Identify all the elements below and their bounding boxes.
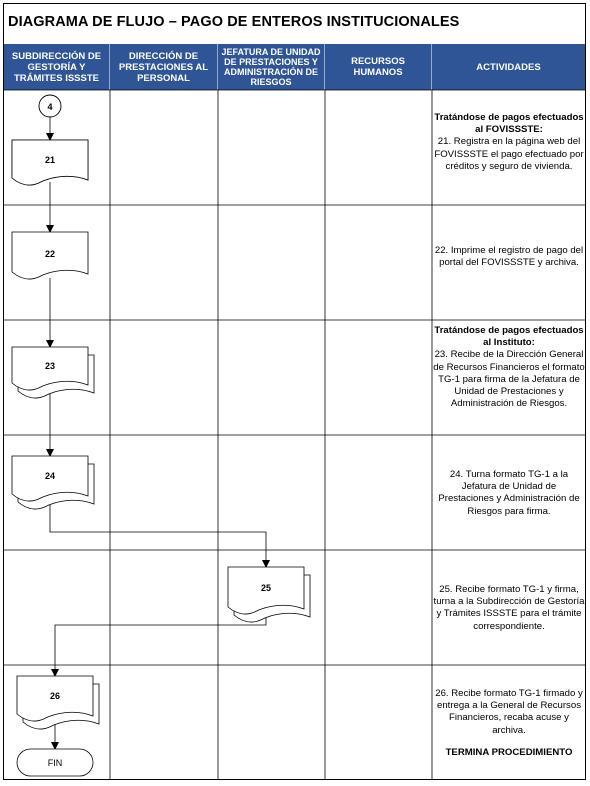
document-step-25-label: 25: [261, 583, 271, 593]
activity-26-text: 26. Recibe formato TG-1 firmado y entreg…: [435, 688, 583, 736]
activity-26: 26. Recibe formato TG-1 firmado y entreg…: [433, 688, 585, 759]
terminator-fin-label: FIN: [48, 758, 63, 768]
activity-21-heading: Tratándose de pagos efectuados al FOVISS…: [434, 112, 584, 136]
diagram-frame: [3, 3, 586, 780]
grid-lines: [4, 89, 586, 780]
activity-25: 25. Recibe formato TG-1 y firma, turna a…: [433, 584, 585, 633]
document-step-23: [11, 346, 89, 391]
activity-22: 22. Imprime el registro de pago del port…: [433, 245, 585, 269]
activity-24: 24. Turna formato TG-1 a la Jefatura de …: [433, 469, 585, 518]
document-step-22-label: 22: [45, 249, 55, 259]
activity-21-text: 21. Registra en la página web del FOVISS…: [434, 136, 584, 172]
column-header-direccion: DIRECCIÓN DE PRESTACIONES AL PERSONAL: [110, 44, 218, 90]
document-step-24: [11, 455, 89, 502]
arrow-25-to-26: [51, 614, 267, 677]
diagram-title: DIAGRAMA DE FLUJO – PAGO DE ENTEROS INST…: [8, 14, 460, 30]
document-step-25: [227, 566, 305, 615]
activity-21: Tratándose de pagos efectuados al FOVISS…: [433, 112, 585, 173]
column-header-jefatura: JEFATURA DE UNIDAD DE PRESTACIONES Y ADM…: [218, 44, 325, 90]
terminator-fin: [16, 748, 94, 777]
arrow-24-to-25: [49, 500, 270, 568]
document-step-21-label: 21: [45, 155, 55, 165]
column-header-subdireccion: SUBDIRECCIÓN DE GESTORÍA Y TRÁMITES ISSS…: [4, 44, 110, 90]
activity-23-text: 23. Recibe de la Dirección General de Re…: [433, 349, 585, 410]
activity-22-text: 22. Imprime el registro de pago del port…: [434, 245, 584, 269]
activity-24-text: 24. Turna formato TG-1 a la Jefatura de …: [438, 469, 580, 517]
column-header-actividades: ACTIVIDADES: [432, 44, 585, 90]
document-step-23-label: 23: [45, 361, 55, 371]
document-step-26-label: 26: [50, 691, 60, 701]
document-step-24-label: 24: [45, 471, 55, 481]
document-step-22: [11, 231, 89, 280]
activity-25-text: 25. Recibe formato TG-1 y firma, turna a…: [433, 584, 585, 632]
activity-23-heading: Tratándose de pagos efectuados al Instit…: [434, 325, 584, 349]
document-step-26: [16, 675, 94, 722]
document-step-21: [11, 139, 89, 186]
end-note: TERMINA PROCEDIMIENTO: [445, 746, 573, 758]
connector-start-label: 4: [47, 102, 52, 112]
column-header-recursos-humanos: RECURSOS HUMANOS: [325, 44, 432, 90]
activity-23: Tratándose de pagos efectuados al Instit…: [433, 325, 585, 410]
